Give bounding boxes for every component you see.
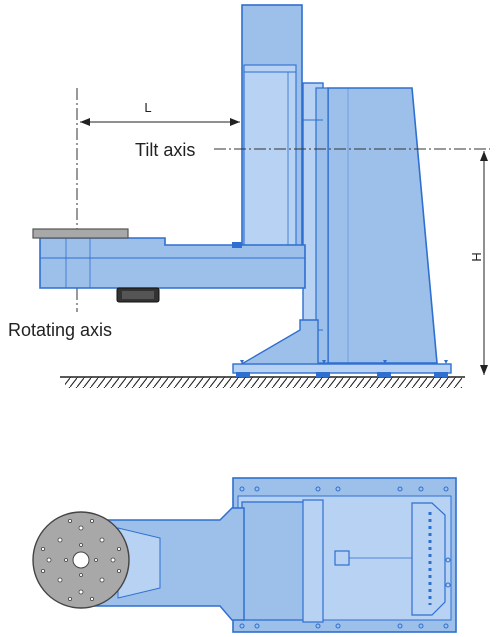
top-view-bearing xyxy=(302,499,324,623)
lower-brace xyxy=(237,319,319,366)
frame-bolt-holes xyxy=(239,486,451,629)
rotation-motor xyxy=(116,287,160,303)
dimension-l-label: L xyxy=(144,100,151,115)
tilt-arm xyxy=(241,4,303,251)
pedestal-body xyxy=(327,87,438,364)
rotating-axis-label: Rotating axis xyxy=(8,320,112,340)
rotary-table-top xyxy=(32,511,130,609)
top-view xyxy=(32,477,457,633)
horizontal-arm xyxy=(39,237,306,289)
top-view-drive-cover xyxy=(411,502,446,616)
base-plate xyxy=(232,360,452,377)
ground xyxy=(60,376,465,388)
tilt-axis-label: Tilt axis xyxy=(135,140,195,160)
dimension-h-label: H xyxy=(469,252,484,261)
side-view: L H Tilt axis Rotating axis xyxy=(8,4,490,388)
dimension-l xyxy=(80,118,240,126)
top-view-tilt-arm xyxy=(241,501,305,621)
dimension-h xyxy=(480,151,488,375)
rotary-table-plate xyxy=(32,228,129,239)
